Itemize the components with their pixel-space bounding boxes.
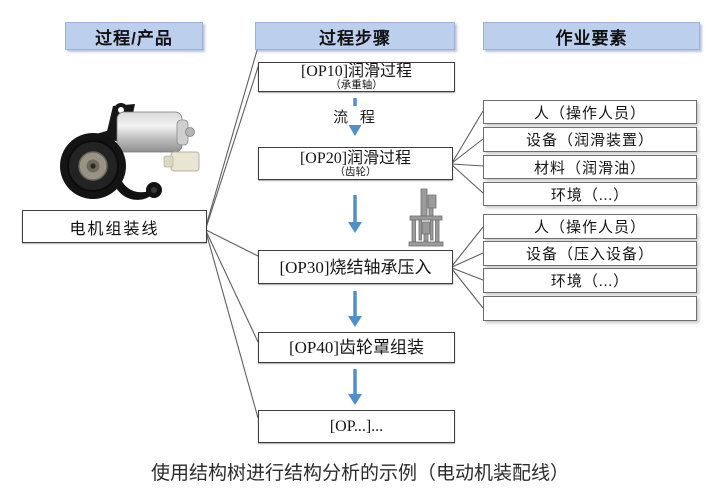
work-element-op30-environment: 环境（...） — [483, 268, 697, 293]
flow-label: 流 程 — [333, 110, 379, 126]
step-op40-title: [OP40]齿轮罩组装 — [288, 338, 425, 357]
header-process-steps: 过程步骤 — [255, 22, 455, 50]
step-op20-subtitle: （齿轮） — [334, 166, 377, 178]
work-element-label: 设备（压入设备） — [525, 247, 654, 263]
step-op-more-title: [OP...]... — [329, 418, 384, 435]
step-op20-title: [OP20]润滑过程 — [299, 149, 412, 167]
step-op30: [OP30]烧结轴承压入 — [258, 250, 453, 284]
work-element-label: 环境（...） — [550, 187, 630, 204]
work-element-op30-equipment: 设备（压入设备） — [483, 241, 697, 266]
work-element-label: 设备（润滑装置） — [525, 133, 654, 149]
work-element-label: 环境（...） — [550, 274, 630, 290]
work-element-op20-environment: 环境（...） — [483, 182, 697, 206]
work-element-op30-empty — [483, 296, 697, 321]
header-work-elements: 作业要素 — [483, 22, 700, 50]
step-op40: [OP40]齿轮罩组装 — [258, 332, 455, 363]
step-op10-subtitle: （承重轴） — [330, 80, 383, 91]
header-process-product: 过程/产品 — [65, 22, 203, 50]
step-op-more: [OP...]... — [258, 410, 455, 443]
work-element-op20-equipment: 设备（润滑装置） — [483, 127, 697, 152]
root-node-motor-assembly-line: 电机组装线 — [22, 210, 207, 243]
step-op20: [OP20]润滑过程 （齿轮） — [258, 147, 453, 180]
step-op30-title: [OP30]烧结轴承压入 — [279, 257, 432, 277]
diagram-caption: 使用结构树进行结构分析的示例（电动机装配线） — [150, 463, 569, 484]
work-element-op20-material: 材料（润滑油） — [483, 155, 697, 179]
step-op10: [OP10]润滑过程 （承重轴） — [258, 62, 455, 92]
header-work-elements-label: 作业要素 — [555, 28, 628, 48]
work-element-label: 人（操作人员） — [533, 105, 646, 122]
header-process-product-label: 过程/产品 — [95, 28, 173, 48]
press-machine-image — [408, 188, 444, 247]
step-op10-title: [OP10]润滑过程 — [300, 63, 413, 80]
work-element-label: 人（操作人员） — [533, 220, 646, 236]
work-element-label: 材料（润滑油） — [533, 160, 646, 177]
work-element-op30-man: 人（操作人员） — [483, 214, 697, 239]
header-process-steps-label: 过程步骤 — [319, 28, 391, 48]
work-element-op20-man: 人（操作人员） — [483, 100, 697, 124]
root-node-label: 电机组装线 — [69, 220, 160, 238]
motor-image — [60, 103, 200, 200]
